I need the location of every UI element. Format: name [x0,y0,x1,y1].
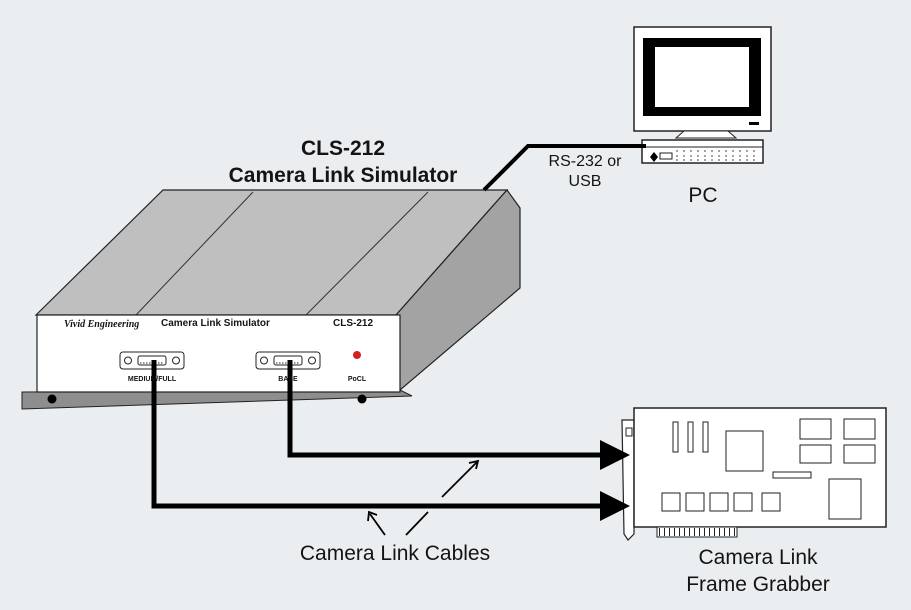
serial-link-label-line2: USB [568,173,602,190]
front-model-label: CLS-212 [333,318,374,329]
serial-link-label-line1: RS-232 or [548,153,622,170]
port-base-label: BASE [278,376,298,383]
grabber-edge-connector [656,526,738,538]
pc-keyboard [641,139,764,164]
pocl-label: PoCL [347,376,367,383]
box-base-plate [21,389,413,410]
pc-computer [633,26,772,164]
pocl-led [353,351,361,359]
device-model-title: CLS-212 [300,137,386,160]
cables-label: Camera Link Cables [299,542,491,565]
front-brand-label: Vivid Engineering [64,319,140,330]
simulator-box [21,189,521,410]
grabber-label-line2: Frame Grabber [686,573,830,596]
pc-label: PC [688,184,718,207]
serial-cable [482,144,646,192]
grabber-label-line1: Camera Link [698,546,818,569]
mounting-hole-left [47,394,57,404]
box-top-seam-left [135,191,254,316]
box-top-seam-right [305,191,429,316]
front-product-label: Camera Link Simulator [161,318,270,329]
frame-grabber-card [621,407,887,541]
cable-base [287,360,630,470]
pc-monitor-button [749,122,759,125]
cable-medium-full [151,360,630,521]
device-name-title: Camera Link Simulator [228,164,458,187]
port-medium-full-label: MEDIUM/FULL [127,376,177,383]
grabber-bracket [621,419,635,541]
pc-monitor-stand [674,130,738,139]
pc-diamond-icon [650,152,658,162]
box-front-panel [36,314,401,393]
pc-monitor-screen [655,47,749,107]
cable-pointer-arrows [367,459,480,536]
mounting-hole-right [357,394,367,404]
